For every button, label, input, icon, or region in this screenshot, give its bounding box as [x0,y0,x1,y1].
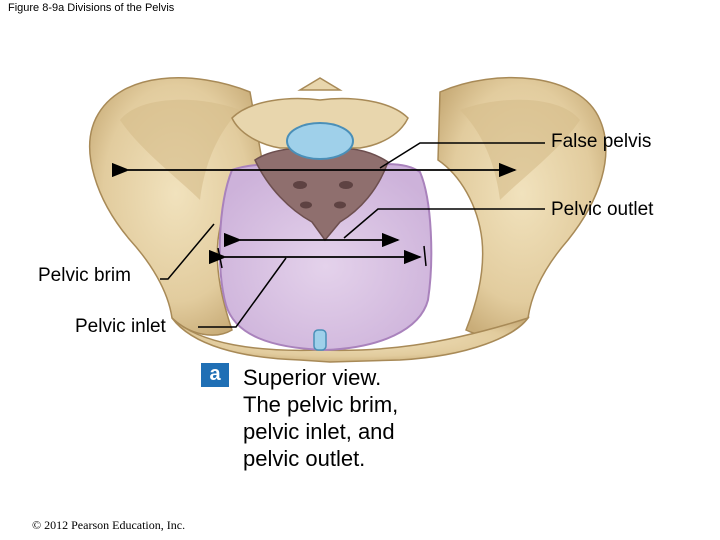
spinous-process [297,77,343,91]
pelvic-outlet-leader [343,208,545,239]
intervertebral-disc [286,122,354,160]
caption-line: pelvic outlet. [243,446,366,471]
right-wing-shadow [460,99,580,200]
caption: Superior view. The pelvic brim, pelvic i… [243,364,398,472]
label-pelvic-outlet: Pelvic outlet [551,199,654,220]
sacral-foramen [293,181,307,189]
pelvic-inlet-leader [198,257,287,328]
label-pelvic-inlet: Pelvic inlet [75,316,166,337]
false-pelvis-leader [379,142,545,169]
left-ilium [89,77,263,336]
sacral-foramen [334,201,346,209]
pelvic-inlet-bar-right [423,245,427,267]
left-wing-shadow [120,99,240,200]
copyright-notice: © 2012 Pearson Education, Inc. [32,518,186,532]
pubic-ring [171,316,530,363]
right-ilium [437,76,607,337]
caption-line: Superior view. [243,365,382,390]
pelvic-brim-leader [160,223,215,280]
pubic-symphysis [313,329,327,351]
caption-line: pelvic inlet, and [243,419,395,444]
sacral-foramen [300,201,312,209]
label-false-pelvis: False pelvis [551,131,652,152]
caption-line: The pelvic brim, [243,392,399,417]
panel-badge: a [201,363,229,387]
pelvic-inlet-bar-left [217,247,223,269]
sacral-foramen [339,181,353,189]
label-pelvic-brim: Pelvic brim [38,265,131,286]
figure-title: Figure 8-9a Divisions of the Pelvis [8,2,175,14]
